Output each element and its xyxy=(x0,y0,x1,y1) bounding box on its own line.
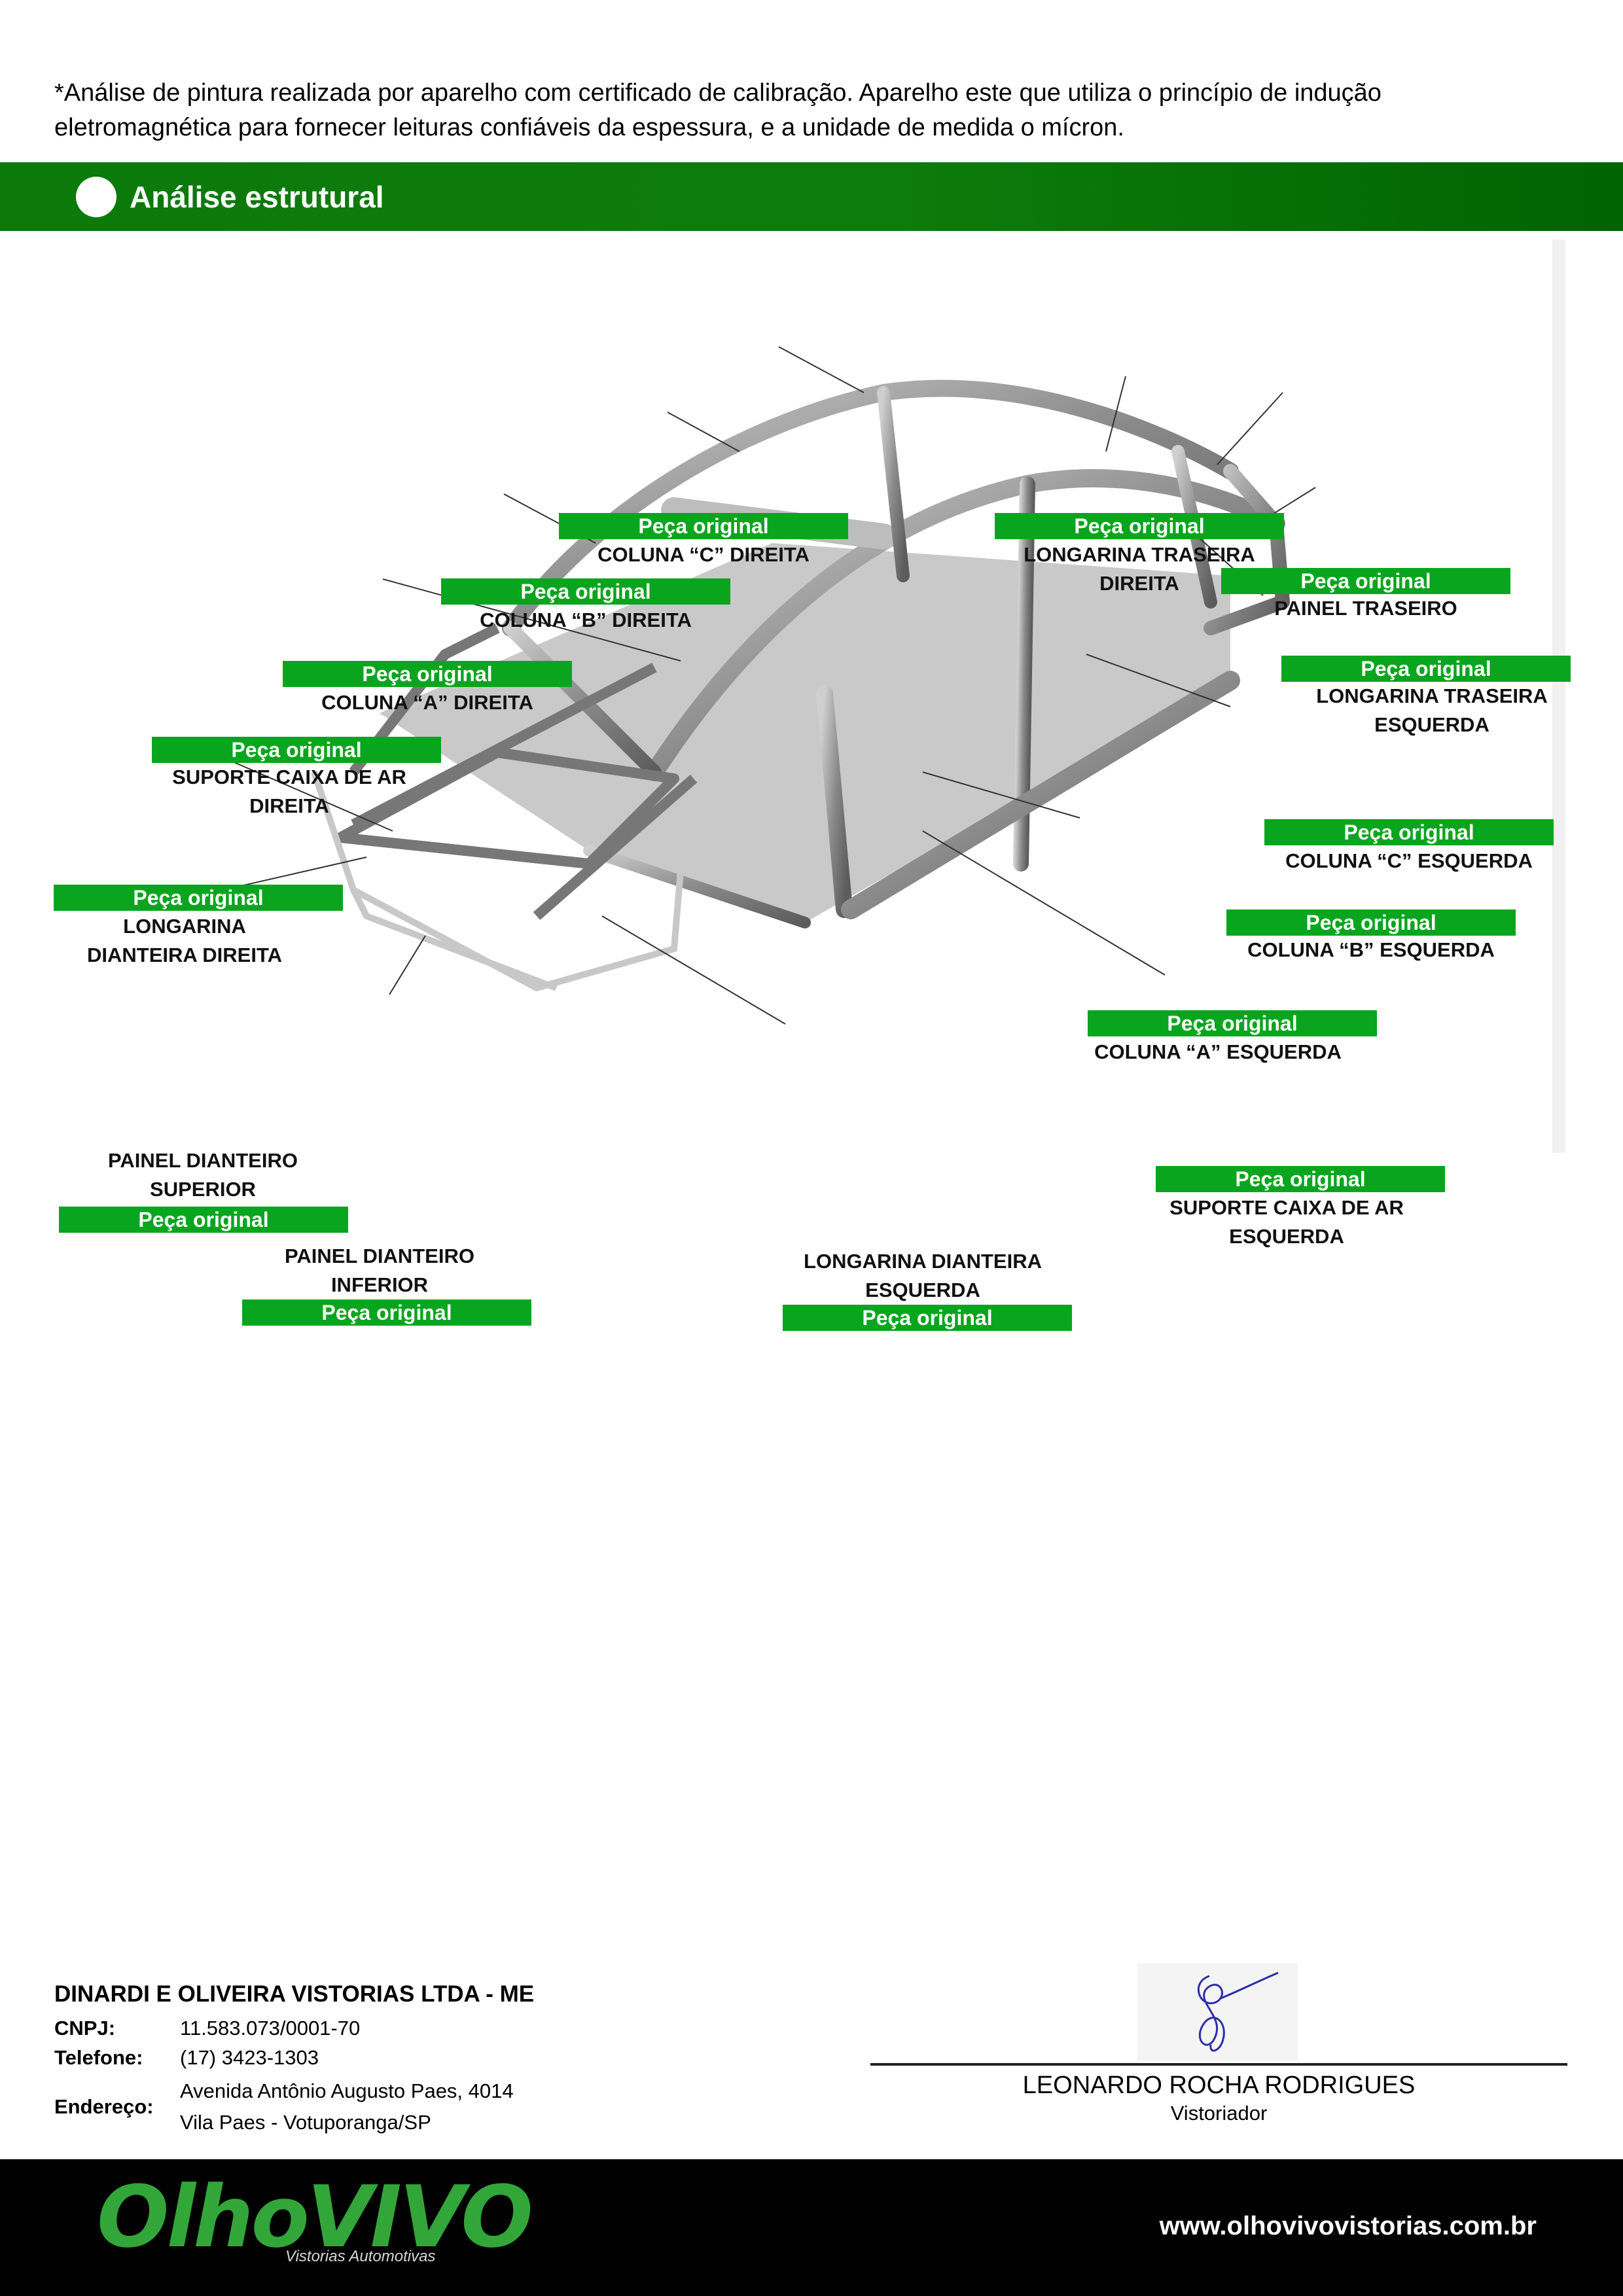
part-label: COLUNA “A” ESQUERDA xyxy=(1094,1040,1342,1063)
part-label: LONGARINA TRASEIRA DIREITA xyxy=(1024,543,1255,595)
part-label: LONGARINA DIANTEIRA ESQUERDA xyxy=(804,1250,1042,1301)
part-status-badge: Peça original xyxy=(59,1207,348,1233)
part-status-badge: Peça original xyxy=(1088,1010,1377,1036)
part-status-badge: Peça original xyxy=(441,578,730,605)
part-status-badge: Peça original xyxy=(1156,1166,1445,1192)
part-label: PAINEL DIANTEIRO SUPERIOR xyxy=(108,1149,298,1201)
footer-bar xyxy=(0,2159,1623,2296)
part-status-badge: Peça original xyxy=(242,1299,531,1326)
part-label: PAINEL DIANTEIRO INFERIOR xyxy=(285,1245,474,1296)
address-line-1: Avenida Antônio Augusto Paes, 4014 xyxy=(180,2079,514,2102)
handwritten-signature xyxy=(1137,1963,1298,2061)
inspector-name: LEONARDO ROCHA RODRIGUES xyxy=(1022,2072,1416,2099)
structural-diagram: Peça original COLUNA “C” DIREITA Peça or… xyxy=(0,236,1623,1331)
cnpj-label: CNPJ: xyxy=(54,2017,116,2040)
part-status-badge: Peça original xyxy=(1226,910,1516,936)
part-status-badge: Peça original xyxy=(1221,568,1510,594)
part-status-badge: Peça original xyxy=(559,513,848,539)
section-header-bar xyxy=(0,162,1623,231)
part-status-badge: Peça original xyxy=(995,513,1284,539)
part-status-badge: Peça original xyxy=(783,1305,1072,1331)
part-label: SUPORTE CAIXA DE AR ESQUERDA xyxy=(1169,1196,1404,1248)
website-link[interactable]: www.olhovivovistorias.com.br xyxy=(1159,2212,1537,2240)
phone-label: Telefone: xyxy=(54,2046,143,2069)
part-status-badge: Peça original xyxy=(283,661,572,687)
company-logo: OlhoVIVO xyxy=(97,2167,533,2267)
part-status-badge: Peça original xyxy=(54,885,343,911)
part-label: LONGARINA DIANTEIRA DIREITA xyxy=(87,915,282,966)
company-name: DINARDI E OLIVEIRA VISTORIAS LTDA - ME xyxy=(54,1981,535,2007)
section-title: Análise estrutural xyxy=(130,180,384,214)
part-label: COLUNA “C” ESQUERDA xyxy=(1285,849,1533,872)
address-line-2: Vila Paes - Votuporanga/SP xyxy=(180,2111,431,2134)
part-label: LONGARINA TRASEIRA ESQUERDA xyxy=(1316,684,1548,736)
logo-subtitle: Vistorias Automotivas xyxy=(285,2248,436,2265)
address-label: Endereço: xyxy=(54,2095,154,2118)
part-label: COLUNA “A” DIREITA xyxy=(321,691,533,714)
phone-value: (17) 3423-1303 xyxy=(180,2046,319,2069)
diagram-scrollbar[interactable] xyxy=(1552,239,1565,1153)
part-label: COLUNA “C” DIREITA xyxy=(597,543,810,566)
part-label: COLUNA “B” DIREITA xyxy=(480,609,692,631)
part-status-badge: Peça original xyxy=(1281,656,1571,682)
inspector-role: Vistoriador xyxy=(1170,2102,1268,2125)
part-label: COLUNA “B” ESQUERDA xyxy=(1247,938,1495,961)
signature-line xyxy=(870,2063,1567,2066)
part-label: SUPORTE CAIXA DE AR DIREITA xyxy=(172,766,406,817)
part-label: PAINEL TRASEIRO xyxy=(1274,597,1457,620)
calibration-note: *Análise de pintura realizada por aparel… xyxy=(54,79,1382,141)
part-status-badge: Peça original xyxy=(152,737,441,763)
part-status-badge: Peça original xyxy=(1264,819,1554,845)
section-bullet-icon xyxy=(76,177,116,217)
cnpj-value: 11.583.073/0001-70 xyxy=(180,2017,361,2040)
car-body-frame-illustration xyxy=(196,346,1316,1025)
